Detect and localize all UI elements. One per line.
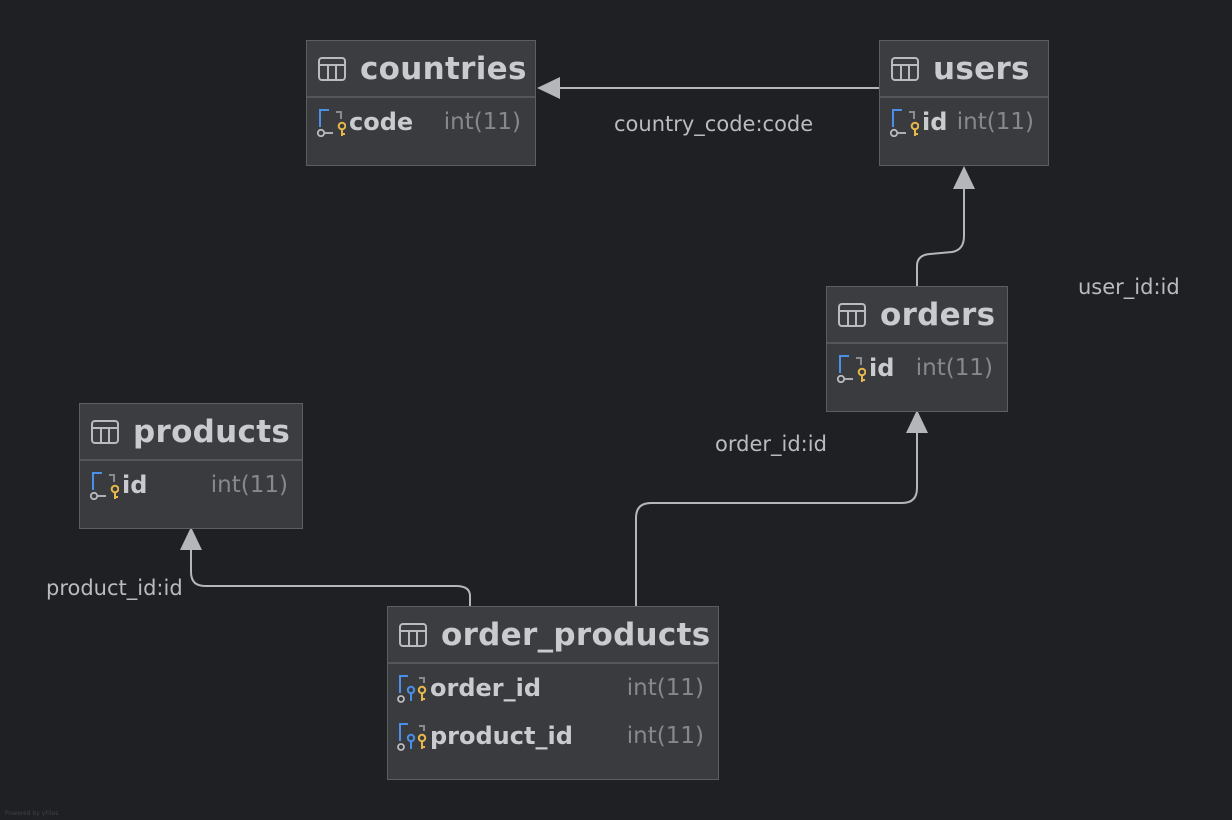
edge-label-country-code: country_code:code	[614, 112, 814, 136]
column-name: product_id	[430, 722, 573, 750]
primary-key-icon	[836, 353, 866, 383]
table-name: order_products	[441, 616, 711, 653]
edge-label-order-id: order_id:id	[715, 432, 827, 456]
table-header[interactable]: orders	[827, 287, 1007, 344]
arrow-products	[180, 527, 202, 550]
edge-order-products-orders	[635, 432, 918, 606]
table-header[interactable]: countries	[307, 41, 535, 98]
column-row[interactable]: id int(11)	[880, 98, 1048, 146]
column-name: id	[869, 354, 895, 382]
primary-key-icon	[316, 107, 346, 137]
foreign-key-icon	[397, 673, 427, 703]
column-row[interactable]: id int(11)	[80, 461, 302, 509]
arrow-countries	[537, 77, 560, 99]
arrow-orders	[906, 410, 928, 433]
edge-order-products-products	[190, 548, 471, 606]
column-type: int(11)	[626, 675, 704, 701]
table-countries[interactable]: countries code int(11)	[306, 40, 536, 166]
column-row[interactable]: order_id int(11)	[388, 664, 718, 712]
table-icon	[318, 56, 346, 82]
table-header[interactable]: products	[80, 404, 302, 461]
column-type: int(11)	[956, 109, 1034, 135]
table-header[interactable]: users	[880, 41, 1048, 98]
column-name: code	[349, 108, 414, 136]
table-name: countries	[360, 50, 527, 87]
table-name: products	[133, 413, 291, 450]
table-icon	[891, 56, 919, 82]
primary-key-icon	[889, 107, 919, 137]
column-type: int(11)	[626, 723, 704, 749]
table-order-products[interactable]: order_products order_id int(11) product_…	[387, 606, 719, 780]
table-orders[interactable]: orders id int(11)	[826, 286, 1008, 412]
table-name: orders	[880, 296, 996, 333]
table-icon	[399, 622, 427, 648]
primary-key-icon	[89, 470, 119, 500]
table-icon	[91, 419, 119, 445]
table-icon	[838, 302, 866, 328]
foreign-key-icon	[397, 721, 427, 751]
column-type: int(11)	[915, 355, 993, 381]
column-type: int(11)	[443, 109, 521, 135]
edge-label-user-id: user_id:id	[1078, 275, 1180, 299]
column-name: order_id	[430, 674, 542, 702]
table-name: users	[933, 50, 1030, 87]
table-products[interactable]: products id int(11)	[79, 403, 303, 529]
powered-by-footer: Powered by yFiles	[5, 810, 59, 817]
column-name: id	[122, 471, 148, 499]
edge-label-product-id: product_id:id	[46, 576, 183, 600]
edge-orders-users	[916, 188, 965, 287]
table-users[interactable]: users id int(11)	[879, 40, 1049, 166]
column-name: id	[922, 108, 948, 136]
column-type: int(11)	[210, 472, 288, 498]
arrow-users	[953, 166, 975, 189]
column-row[interactable]: product_id int(11)	[388, 712, 718, 760]
table-header[interactable]: order_products	[388, 607, 718, 664]
column-row[interactable]: id int(11)	[827, 344, 1007, 392]
column-row[interactable]: code int(11)	[307, 98, 535, 146]
